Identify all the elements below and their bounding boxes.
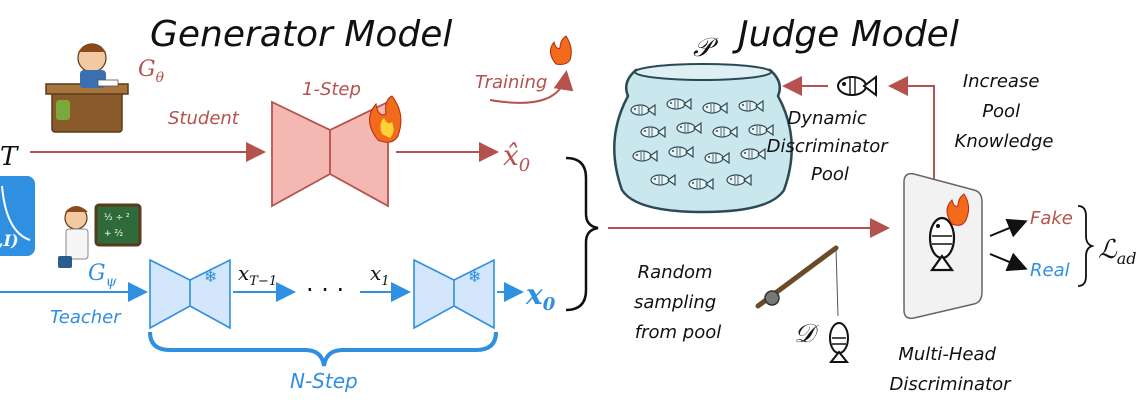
fire-icon — [369, 95, 402, 143]
discriminator-label: Multi-Head Discriminator — [890, 344, 1013, 395]
sampled-fish-icon — [828, 322, 850, 363]
fake-arrow — [989, 218, 1028, 238]
judge-title: Judge Model — [732, 14, 959, 55]
loss-brace — [1077, 205, 1095, 287]
svg-text:,I): ,I) — [0, 231, 19, 250]
student-label: Student — [168, 108, 240, 129]
snowflake-icon: ❄ — [204, 267, 217, 286]
input-symbol: T — [0, 142, 19, 172]
teacher-network-first — [149, 258, 231, 330]
student-output: x̂0 — [503, 139, 530, 176]
training-label: Training — [475, 72, 547, 93]
teacher-network-last — [413, 258, 495, 330]
loss-symbol: ℒad — [1098, 235, 1136, 268]
sampling-label: Random sampling from pool — [634, 262, 722, 343]
x-t-minus-1: xT−1 — [238, 261, 277, 289]
training-fire-icon — [550, 35, 572, 65]
snowflake-icon-2: ❄ — [468, 267, 481, 286]
teacher-symbol: Gψ — [88, 261, 118, 290]
increase-knowledge-label: Increase Pool Knowledge — [955, 71, 1054, 152]
output-brace — [565, 156, 599, 312]
ellipsis: · · · — [306, 276, 344, 304]
x-1: x1 — [370, 261, 390, 289]
svg-text:+ ²⁄₂: + ²⁄₂ — [104, 229, 124, 239]
n-step-brace — [148, 331, 498, 367]
discriminator-pool-jar — [613, 63, 793, 214]
n-step-label: N-Step — [290, 369, 358, 393]
real-arrow — [989, 252, 1028, 272]
real-label: Real — [1030, 260, 1070, 281]
svg-text:½ ÷ ²: ½ ÷ ² — [104, 213, 130, 223]
student-network — [271, 100, 389, 208]
one-step-label: 1-Step — [302, 79, 361, 100]
discriminator-fire-icon — [946, 193, 970, 226]
pool-label: Dynamic Discriminator Pool — [767, 108, 894, 185]
teacher-output: x0 — [525, 278, 556, 315]
fish-icon — [837, 75, 877, 97]
teacher-illustration: ½ ÷ ² + ²⁄₂ — [58, 203, 142, 268]
fake-label: Fake — [1030, 208, 1073, 229]
student-symbol: Gθ — [138, 57, 165, 86]
discriminator-fish-icon — [928, 216, 956, 272]
generator-title: Generator Model — [150, 14, 452, 55]
teacher-label: Teacher — [50, 307, 122, 328]
sampled-symbol: 𝒟 — [794, 319, 819, 349]
noise-distribution-box: ,I) — [0, 176, 35, 256]
fishing-rod-icon — [755, 245, 839, 317]
increase-knowledge-arrow — [888, 76, 935, 180]
student-illustration — [45, 43, 129, 133]
pool-symbol: 𝒫 — [693, 33, 719, 63]
training-loop-arrow — [489, 70, 574, 104]
